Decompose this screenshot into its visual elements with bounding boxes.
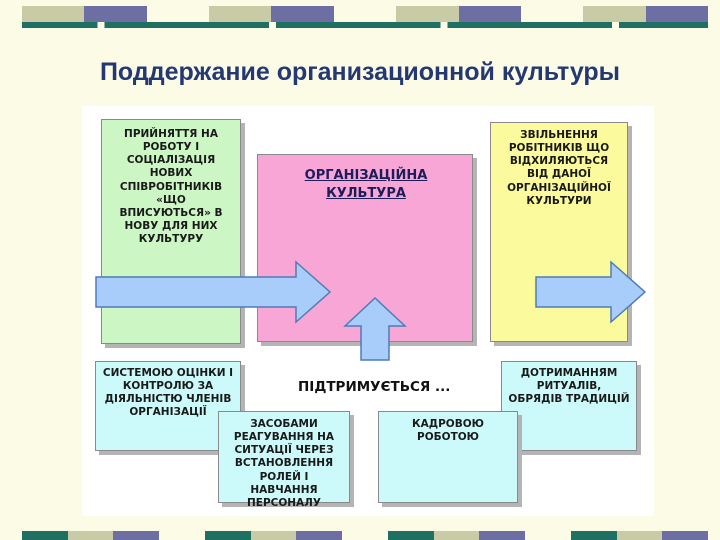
top-decor-band xyxy=(22,6,708,28)
response-box: ЗАСОБАМИ РЕАГУВАННЯ НА СИТУАЦІЇ ЧЕРЕЗ ВС… xyxy=(218,411,350,509)
hiring-box: ПРИЙНЯТТЯ НА РОБОТУ І СОЦІАЛІЗАЦІЯ НОВИХ… xyxy=(101,119,241,344)
rituals-box: ДОТРИМАННЯМ РИТУАЛІВ, ОБРЯДІВ ТРАДИЦІЙ xyxy=(501,361,637,451)
hr-box: КАДРОВОЮ РОБОТОЮ xyxy=(378,411,518,503)
culture-box: ОРГАНІЗАЦІЙНА КУЛЬТУРА xyxy=(257,154,473,342)
evaluation-box: СИСТЕМОЮ ОЦІНКИ І КОНТРОЛЮ ЗА ДІЯЛЬНІСТЮ… xyxy=(95,361,241,451)
culture-label: ОРГАНІЗАЦІЙНА КУЛЬТУРА xyxy=(304,168,428,201)
supported-by-label: ПІДТРИМУЄТЬСЯ ... xyxy=(298,379,451,395)
slide-title: Поддержание организационной культуры xyxy=(99,58,621,86)
dismissal-box: ЗВІЛЬНЕННЯ РОБІТНИКІВ ЩО ВІДХИЛЯЮТЬСЯ ВІ… xyxy=(490,122,628,342)
bottom-decor-band xyxy=(22,531,709,540)
diagram-canvas: ПРИЙНЯТТЯ НА РОБОТУ І СОЦІАЛІЗАЦІЯ НОВИХ… xyxy=(82,106,654,516)
